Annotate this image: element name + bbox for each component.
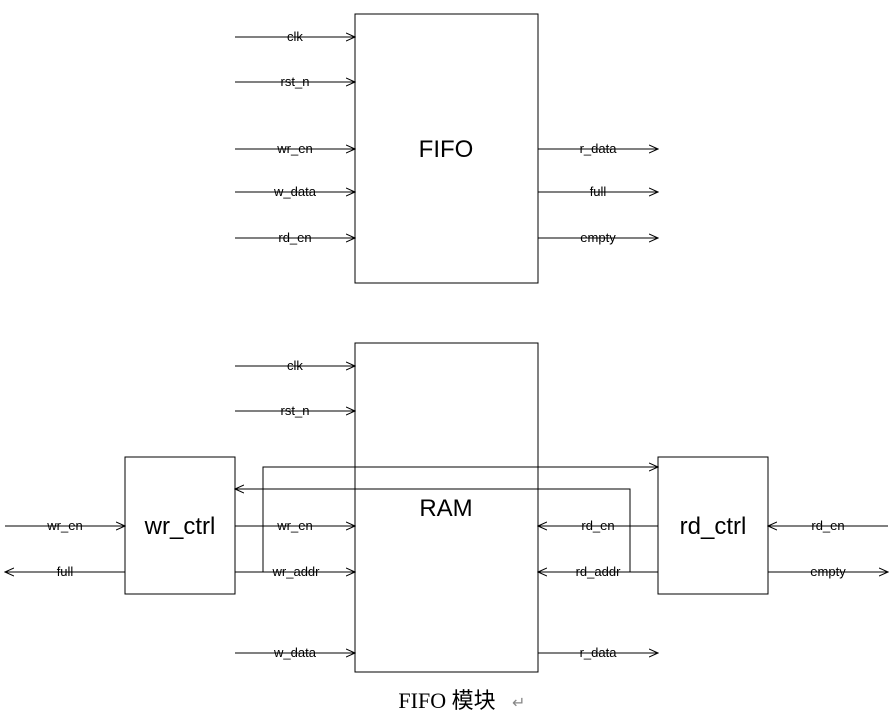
- ram-w-data-label: w_data: [273, 645, 317, 660]
- ram-wr-en-label: wr_en: [276, 518, 312, 533]
- rd-ctrl-title: rd_ctrl: [680, 513, 747, 540]
- fifo-wr-en-label: wr_en: [276, 141, 312, 156]
- fifo-rst-label: rst_n: [281, 74, 310, 89]
- ram-wr-addr-label: wr_addr: [272, 564, 321, 579]
- ram-rd-addr-label: rd_addr: [576, 564, 621, 579]
- fifo-block: [354, 13, 539, 284]
- wr-ctrl-full-label: full: [57, 564, 74, 579]
- ram-block: [354, 342, 539, 673]
- ram-rst-label: rst_n: [281, 403, 310, 418]
- fifo-empty-label: empty: [580, 230, 616, 245]
- return-mark-icon: ↵: [512, 693, 525, 712]
- fifo-w-data-label: w_data: [273, 184, 317, 199]
- wr-ctrl-title: wr_ctrl: [144, 513, 216, 540]
- figure-caption: FIFO 模块: [398, 688, 495, 713]
- fifo-clk-label: clk: [287, 29, 303, 44]
- ram-title: RAM: [419, 495, 472, 522]
- rd-addr-to-wr-ctrl-wire: [235, 489, 631, 572]
- fifo-full-label: full: [590, 184, 607, 199]
- ram-rd-en-label: rd_en: [581, 518, 614, 533]
- fifo-rd-en-label: rd_en: [278, 230, 311, 245]
- wr-ctrl-block: [124, 456, 236, 595]
- wr-addr-to-rd-ctrl-wire: [262, 467, 658, 572]
- rd-ctrl-rd-en-label: rd_en: [811, 518, 844, 533]
- ram-r-data-label: r_data: [580, 645, 618, 660]
- wr-ctrl-wr-en-label: wr_en: [46, 518, 82, 533]
- fifo-title: FIFO: [419, 136, 474, 163]
- fifo-r-data-label: r_data: [580, 141, 618, 156]
- rd-ctrl-empty-label: empty: [810, 564, 846, 579]
- ram-clk-label: clk: [287, 358, 303, 373]
